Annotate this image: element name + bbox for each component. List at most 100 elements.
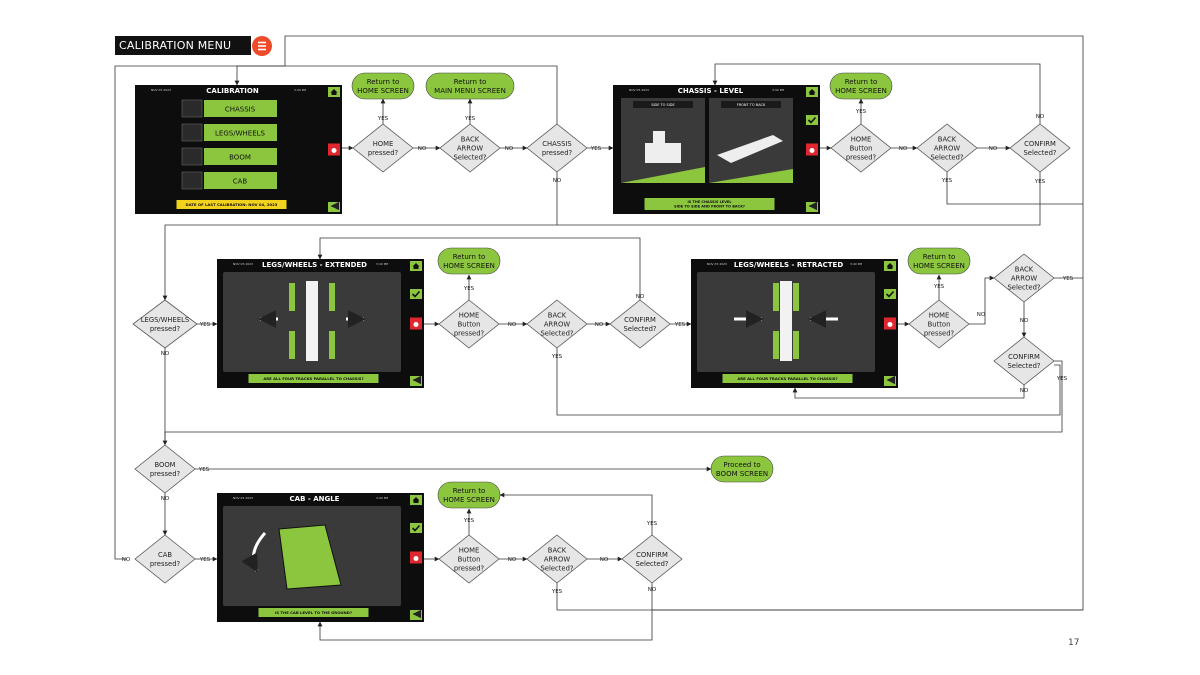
chassis-icon [181, 99, 203, 118]
terminal-pill [710, 455, 774, 483]
decision-text: pressed? [150, 560, 181, 568]
cab-icon [278, 524, 342, 590]
lock-icon [809, 148, 815, 153]
connector-line [556, 583, 1083, 611]
connector-line [969, 275, 995, 325]
chassis-body-icon [306, 281, 318, 361]
connector-line [114, 35, 1084, 611]
no-label: NO [553, 178, 562, 184]
machine-front-icon [645, 143, 681, 163]
decision-text: CAB [158, 551, 172, 559]
connector-line [792, 385, 1025, 399]
track-icon [329, 283, 335, 311]
terminal-line1: Proceed to [723, 461, 760, 469]
track-icon [329, 331, 335, 359]
terminal-line1: Return to [453, 253, 485, 261]
screen-time: 3:40 PM [294, 88, 306, 92]
screen-title: CALIBRATION [206, 87, 259, 95]
decision-text: HOME [373, 140, 394, 148]
decision-text: Selected? [540, 565, 573, 573]
decision-text: BOOM [154, 461, 175, 469]
yes-label: YES [1062, 276, 1074, 282]
home-icon [330, 89, 338, 95]
terminal-line1: Return to [845, 78, 877, 86]
home-icon [412, 497, 420, 503]
decision-diamond [438, 299, 500, 349]
yes-label: YES [464, 116, 476, 122]
footer-text: IS THE CAB LEVEL TO THE GROUND? [275, 610, 352, 615]
decision-text: Button [928, 321, 951, 329]
yes-label: YES [551, 589, 563, 595]
home-icon [412, 263, 420, 269]
back-button[interactable] [328, 202, 340, 212]
back-button[interactable] [410, 610, 422, 620]
terminal-line1: Return to [923, 253, 955, 261]
decision-text: pressed? [846, 154, 877, 162]
decision-diamond [916, 123, 978, 173]
decision-text: HOME [851, 136, 872, 144]
terminal-pill [425, 72, 515, 100]
confirm-button[interactable] [410, 289, 422, 299]
cab-icon [181, 171, 203, 190]
label-bg [633, 101, 693, 108]
yes-label: YES [941, 178, 953, 184]
decision-text: pressed? [368, 149, 399, 157]
confirm-button[interactable] [806, 115, 818, 125]
decision-text: pressed? [150, 325, 181, 333]
no-label: NO [636, 294, 645, 300]
connector-line [556, 348, 1061, 416]
footer-banner [644, 198, 775, 210]
decision-diamond [993, 253, 1055, 303]
connector-line [317, 237, 641, 300]
decision-diamond [621, 534, 683, 584]
connector-line [946, 172, 1083, 205]
connector-line [499, 492, 653, 535]
yes-label: YES [463, 286, 475, 292]
screen-time: 3:40 PM [772, 88, 784, 92]
yes-label: YES [855, 109, 867, 115]
lock-icon [413, 322, 419, 327]
no-label: NO [648, 587, 657, 593]
decision-text: pressed? [542, 149, 573, 157]
boom-icon [181, 147, 203, 166]
back-button[interactable] [410, 376, 422, 386]
decision-text: pressed? [454, 330, 485, 338]
menu-item-cab[interactable] [204, 172, 277, 189]
menu-item-chassis[interactable] [204, 100, 277, 117]
menu-item-legs-wheels[interactable] [204, 124, 277, 141]
decision-text: Selected? [1023, 149, 1056, 157]
decision-text: BACK [461, 136, 480, 144]
no-label: NO [899, 146, 908, 152]
decision-text: ARROW [1011, 275, 1037, 283]
confirm-button[interactable] [410, 523, 422, 533]
back-button[interactable] [884, 376, 896, 386]
back-arrow-icon [330, 201, 340, 211]
menu-item-boom[interactable] [204, 148, 277, 165]
decision-diamond [609, 299, 671, 349]
footer-banner [722, 374, 853, 383]
terminal-line2: HOME SCREEN [835, 87, 887, 95]
decision-text: HOME [929, 312, 950, 320]
yes-label: YES [933, 284, 945, 290]
chassis-body-icon [780, 281, 792, 361]
no-label: NO [161, 496, 170, 502]
confirm-button[interactable] [884, 289, 896, 299]
terminal-pill [351, 72, 415, 100]
yes-label: YES [551, 354, 563, 360]
decision-text: BACK [548, 547, 567, 555]
yes-label: YES [463, 518, 475, 524]
terminal-line2: HOME SCREEN [443, 262, 495, 270]
decision-text: pressed? [150, 470, 181, 478]
menu-item-label: CHASSIS [225, 106, 256, 114]
back-button[interactable] [806, 202, 818, 212]
